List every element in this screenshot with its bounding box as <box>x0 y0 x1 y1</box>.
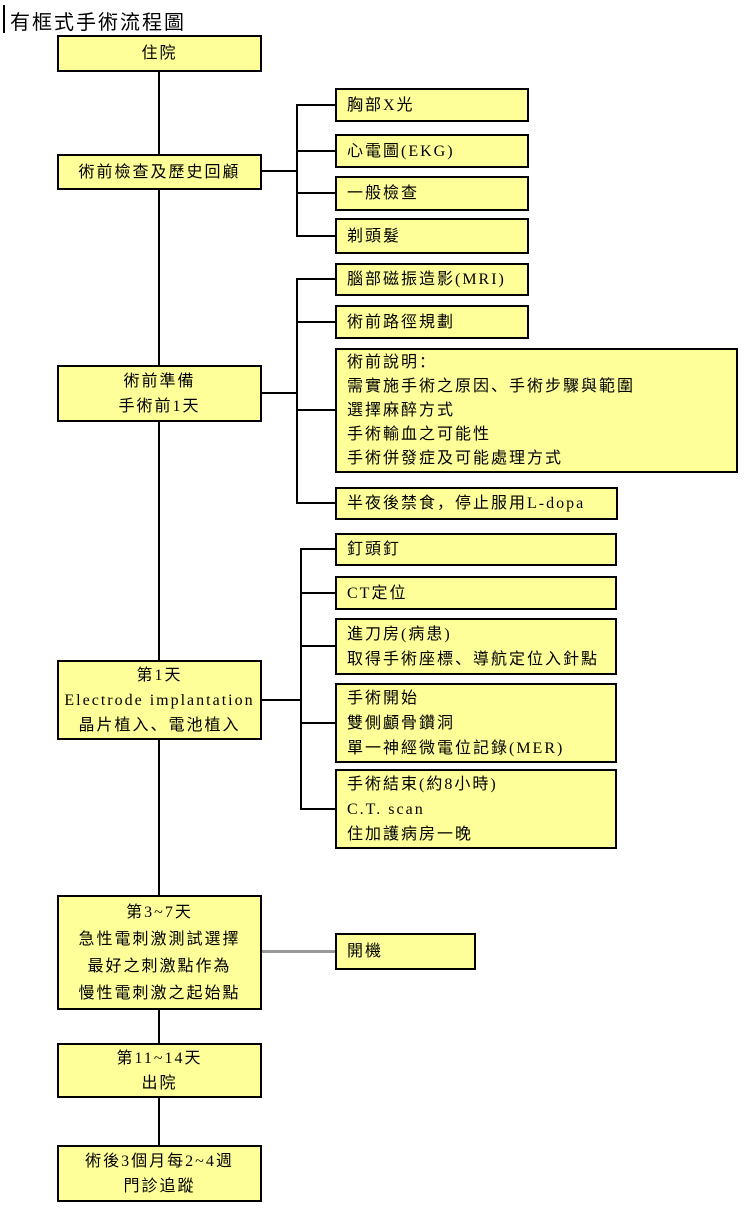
flow-box-head-shave[interactable]: 剃頭髮 <box>335 218 529 254</box>
box-text-line: 第11~14天 <box>116 1049 203 1067</box>
flow-box-operating-room[interactable]: 進刀房(病患) 取得手術座標、導航定位入針點 <box>335 618 617 675</box>
connector-exam-stub-2 <box>298 150 335 152</box>
page-title: 有框式手術流程圖 <box>10 12 186 34</box>
connector-prep-parent-stub <box>262 392 298 394</box>
connector-trunk-6 <box>158 1098 160 1145</box>
box-text-line: 剃頭髮 <box>347 227 402 245</box>
connector-prep-stub-4 <box>298 502 335 504</box>
connector-day1-stub-4 <box>302 722 335 724</box>
box-text-line: 取得手術座標、導航定位入針點 <box>347 650 600 668</box>
connector-exam-stub-3 <box>298 192 335 194</box>
flow-box-day11-14-discharge[interactable]: 第11~14天 出院 <box>57 1043 262 1098</box>
flow-box-fasting[interactable]: 半夜後禁食，停止服用L-dopa <box>335 487 618 520</box>
box-text-line: 手術結束(約8小時) <box>347 775 498 793</box>
flow-box-general-exam[interactable]: 一般檢查 <box>335 176 529 211</box>
box-text-line: 急性電刺激測試選擇 <box>78 930 241 948</box>
box-text-line: 術前準備 <box>123 372 196 390</box>
flow-box-power-on[interactable]: 開機 <box>335 933 476 970</box>
box-text-line: 單一神經微電位記錄(MER) <box>347 739 565 757</box>
connector-prep-stub-3 <box>298 409 335 411</box>
box-text-line: 需實施手術之原因、手術步驟與範圍 <box>347 377 636 395</box>
box-text-line: 晶片植入、電池植入 <box>78 716 241 734</box>
box-text-line: 釘頭釘 <box>347 541 402 558</box>
box-text-line: 術前檢查及歷史回顧 <box>78 163 241 181</box>
text-cursor-bar <box>3 5 5 33</box>
flow-box-preop-exam[interactable]: 術前檢查及歷史回顧 <box>57 154 262 190</box>
flow-box-surgery-start[interactable]: 手術開始 雙側顱骨鑽洞 單一神經微電位記錄(MER) <box>335 683 617 763</box>
box-text-line: 一般檢查 <box>347 185 420 202</box>
connector-day1-parent-stub <box>262 699 302 701</box>
flow-box-day1-implantation[interactable]: 第1天 Electrode implantation 晶片植入、電池植入 <box>57 660 262 740</box>
box-text-line: CT定位 <box>347 584 408 602</box>
connector-day1-vertical <box>300 548 302 810</box>
connector-exam-stub-4 <box>298 235 335 237</box>
box-text-line: 半夜後禁食，停止服用L-dopa <box>347 495 586 512</box>
flow-box-day3-7-stimulation-test[interactable]: 第3~7天 急性電刺激測試選擇 最好之刺激點作為 慢性電刺激之起始點 <box>57 895 262 1010</box>
box-text-line: 胸部X光 <box>347 96 415 114</box>
box-text-line: 第3~7天 <box>126 903 193 921</box>
connector-trunk-4 <box>158 740 160 895</box>
connector-prep-stub-2 <box>298 321 335 323</box>
box-text-line: 術後3個月每2~4週 <box>85 1152 234 1170</box>
box-text-line: 選擇麻醉方式 <box>347 401 456 419</box>
connector-exam-stub-1 <box>298 104 335 106</box>
connector-trunk-1 <box>158 72 160 154</box>
flow-box-mri[interactable]: 腦部磁振造影(MRI) <box>335 263 529 296</box>
flow-box-chest-xray[interactable]: 胸部X光 <box>335 88 529 122</box>
connector-trunk-2 <box>158 190 160 365</box>
flow-box-preop-prep[interactable]: 術前準備 手術前1天 <box>57 365 262 422</box>
box-text-line: 雙側顱骨鑽洞 <box>347 714 456 732</box>
box-text-line: 手術併發症及可能處理方式 <box>347 449 564 467</box>
connector-prep-vertical <box>296 278 298 504</box>
box-text-line: 腦部磁振造影(MRI) <box>347 271 506 288</box>
box-text-line: 心電圖(EKG) <box>347 142 455 160</box>
box-text-line: C.T. scan <box>347 800 425 818</box>
flow-box-surgery-end[interactable]: 手術結束(約8小時) C.T. scan 住加護病房一晚 <box>335 769 617 849</box>
flow-box-preop-explanation[interactable]: 術前說明： 需實施手術之原因、手術步驟與範圍 選擇麻醉方式 手術輸血之可能性 手… <box>335 348 738 473</box>
box-text-line: 最好之刺激點作為 <box>87 957 232 975</box>
box-text-line: Electrode implantation <box>64 691 255 709</box>
flow-box-ekg[interactable]: 心電圖(EKG) <box>335 134 529 168</box>
box-text-line: 慢性電刺激之起始點 <box>78 984 241 1002</box>
connector-exam-vertical <box>296 104 298 237</box>
connector-exam-parent-stub <box>262 170 298 172</box>
connector-trunk-5 <box>158 1010 160 1043</box>
box-text-line: 住加護病房一晚 <box>347 825 474 843</box>
box-text-line: 開機 <box>347 943 384 960</box>
connector-prep-stub-1 <box>298 278 335 280</box>
box-text-line: 住院 <box>141 45 178 62</box>
box-text-line: 進刀房(病患) <box>347 625 452 643</box>
box-text-line: 出院 <box>141 1074 178 1092</box>
connector-day1-stub-2 <box>302 592 335 594</box>
connector-day1-stub-5 <box>302 808 335 810</box>
flow-box-followup[interactable]: 術後3個月每2~4週 門診追蹤 <box>57 1145 262 1202</box>
flow-box-admission[interactable]: 住院 <box>57 35 262 72</box>
box-text-line: 術前路徑規劃 <box>347 313 456 331</box>
box-text-line: 手術前1天 <box>118 397 201 415</box>
box-text-line: 手術開始 <box>347 689 420 707</box>
flow-box-head-pins[interactable]: 釘頭釘 <box>335 533 617 566</box>
box-text-line: 第1天 <box>136 666 183 684</box>
flow-box-ct-localization[interactable]: CT定位 <box>335 576 617 610</box>
flow-box-path-planning[interactable]: 術前路徑規劃 <box>335 305 529 339</box>
connector-day1-stub-3 <box>302 645 335 647</box>
connector-power-on-gray <box>262 950 335 953</box>
box-text-line: 手術輸血之可能性 <box>347 425 492 443</box>
connector-day1-stub-1 <box>302 548 335 550</box>
box-text-line: 門診追蹤 <box>123 1177 196 1195</box>
box-text-line: 術前說明： <box>347 353 438 371</box>
connector-trunk-3 <box>158 422 160 660</box>
